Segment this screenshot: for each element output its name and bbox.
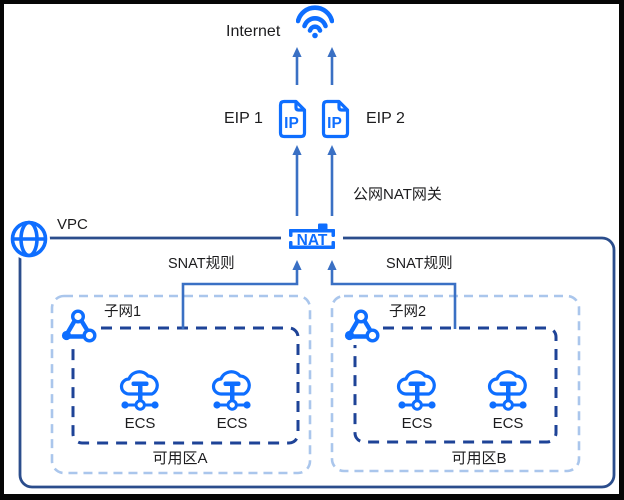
zone-a-label: 可用区A <box>152 450 208 467</box>
eip1-icon-text: IP <box>284 115 299 132</box>
subnet-1-border <box>71 326 300 445</box>
globe-icon <box>8 218 50 260</box>
ecs-label: ECS <box>216 415 248 432</box>
arrowhead-up <box>292 145 302 155</box>
ecs-label: ECS <box>124 415 156 432</box>
internet-label: Internet <box>226 23 281 40</box>
zone-a-border <box>50 294 312 475</box>
zone-b-label: 可用区B <box>451 450 507 467</box>
nat-bracket-icon: NAT <box>281 216 343 260</box>
arrowhead-up <box>327 260 337 270</box>
ip-document-icon: IP <box>278 99 307 139</box>
nat-to-eip-arrows <box>295 154 334 226</box>
snat-rule-left-label: SNAT规则 <box>168 256 235 272</box>
vpc-border <box>18 236 616 489</box>
ecs-label: ECS <box>492 415 524 432</box>
cloud-server-icon <box>487 370 527 411</box>
nat-icon-text: NAT <box>297 232 328 249</box>
arrowhead-up <box>327 47 337 57</box>
arrowhead-up <box>327 145 337 155</box>
nat-gateway-label: 公网NAT网关 <box>353 186 442 203</box>
eip1-label: EIP 1 <box>224 110 263 127</box>
eip-to-internet-arrows <box>295 56 334 85</box>
subnet-triangle-icon <box>59 307 97 345</box>
snat-path-subnet1 <box>181 269 299 329</box>
arrowhead-up <box>292 47 302 57</box>
subnet1-label: 子网1 <box>104 304 142 320</box>
cloud-server-icon <box>119 370 159 411</box>
subnet-2-border <box>353 326 558 444</box>
subnet-triangle-icon <box>342 307 380 345</box>
vpc-label: VPC <box>57 216 88 233</box>
eip2-label: EIP 2 <box>366 110 405 127</box>
wifi-icon <box>296 5 334 39</box>
ip-document-icon: IP <box>321 99 350 139</box>
ecs-label: ECS <box>401 415 433 432</box>
snat-rule-right-label: SNAT规则 <box>386 256 453 272</box>
subnet2-label: 子网2 <box>389 304 427 320</box>
arrowhead-up <box>292 260 302 270</box>
snat-path-subnet2 <box>330 269 457 329</box>
cloud-server-icon <box>396 370 436 411</box>
cloud-server-icon <box>211 370 251 411</box>
eip2-icon-text: IP <box>327 115 342 132</box>
